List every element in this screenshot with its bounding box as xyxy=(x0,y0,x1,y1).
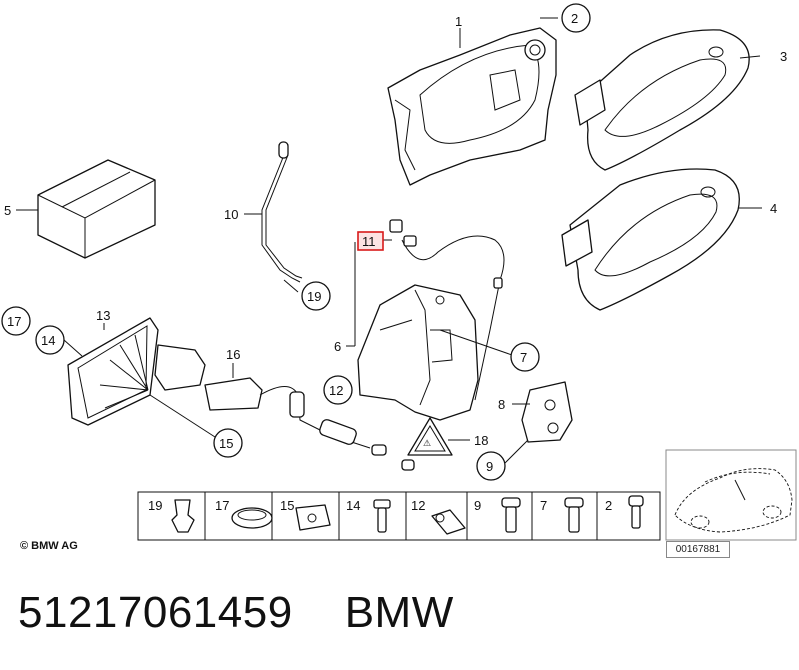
part-outer-handle-lower xyxy=(561,168,740,311)
callout-4: 4 xyxy=(770,201,777,216)
strip-label-9: 9 xyxy=(474,498,481,513)
svg-text:15: 15 xyxy=(219,436,233,451)
svg-text:1: 1 xyxy=(455,14,462,29)
svg-text:8: 8 xyxy=(498,397,505,412)
strip-label-19: 19 xyxy=(148,498,162,513)
car-thumbnail xyxy=(665,449,797,541)
callout-16: 16 xyxy=(226,347,240,362)
part-striker xyxy=(521,381,573,443)
callout-13: 13 xyxy=(96,308,110,323)
callout-6: 6 xyxy=(334,339,341,354)
part-outer-handle-upper xyxy=(574,29,750,171)
callout-10: 10 xyxy=(224,207,238,222)
part-lock xyxy=(357,284,479,421)
reference-number: 00167881 xyxy=(666,541,730,558)
svg-text:18: 18 xyxy=(474,433,488,448)
svg-text:6: 6 xyxy=(334,339,341,354)
callout-8: 8 xyxy=(498,397,505,412)
part-warning-label: ⚠ xyxy=(407,417,453,456)
svg-text:13: 13 xyxy=(96,308,110,323)
callout-7: 7 xyxy=(510,342,540,372)
callout-1: 1 xyxy=(455,14,462,29)
part-bracket xyxy=(67,317,206,426)
callout-11-highlighted: 11 xyxy=(357,231,384,251)
svg-text:⚠: ⚠ xyxy=(423,438,431,448)
parts-diagram: ⚠ xyxy=(1,3,797,541)
callout-17: 17 xyxy=(1,306,31,336)
svg-text:10: 10 xyxy=(224,207,238,222)
callout-12: 12 xyxy=(323,375,353,405)
svg-text:3: 3 xyxy=(780,49,787,64)
svg-text:16: 16 xyxy=(226,347,240,362)
callout-2: 2 xyxy=(561,3,591,33)
svg-text:17: 17 xyxy=(7,314,21,329)
callout-14: 14 xyxy=(35,325,65,355)
part-rod xyxy=(261,141,303,283)
callout-9: 9 xyxy=(476,451,506,481)
leader-lines xyxy=(16,17,762,464)
part-handle-carrier xyxy=(387,27,557,186)
callout-18: 18 xyxy=(474,433,488,448)
svg-text:19: 19 xyxy=(307,289,321,304)
part-box xyxy=(37,159,156,259)
svg-text:4: 4 xyxy=(770,201,777,216)
callout-5: 5 xyxy=(4,203,11,218)
strip-label-14: 14 xyxy=(346,498,360,513)
hardware-strip: 19 17 15 14 12 9 7 2 xyxy=(137,491,661,541)
callout-15: 15 xyxy=(213,428,243,458)
strip-label-15: 15 xyxy=(280,498,294,513)
svg-text:2: 2 xyxy=(571,11,578,26)
callout-19a: 19 xyxy=(301,281,331,311)
strip-label-17: 17 xyxy=(215,498,229,513)
strip-label-2: 2 xyxy=(605,498,612,513)
strip-label-12: 12 xyxy=(411,498,425,513)
svg-text:11: 11 xyxy=(362,234,376,249)
part-cable-connector xyxy=(204,377,415,471)
strip-label-7: 7 xyxy=(540,498,547,513)
brand-name: BMW xyxy=(344,588,454,637)
svg-text:12: 12 xyxy=(329,383,343,398)
copyright-notice: © BMW AG xyxy=(20,540,78,552)
svg-text:9: 9 xyxy=(486,459,493,474)
part-bowden-cable xyxy=(389,219,505,401)
callout-3: 3 xyxy=(780,49,787,64)
footer: 51217061459 BMW xyxy=(18,583,454,643)
part-number: 51217061459 xyxy=(18,588,293,637)
svg-text:14: 14 xyxy=(41,333,55,348)
svg-text:5: 5 xyxy=(4,203,11,218)
svg-text:7: 7 xyxy=(520,350,527,365)
